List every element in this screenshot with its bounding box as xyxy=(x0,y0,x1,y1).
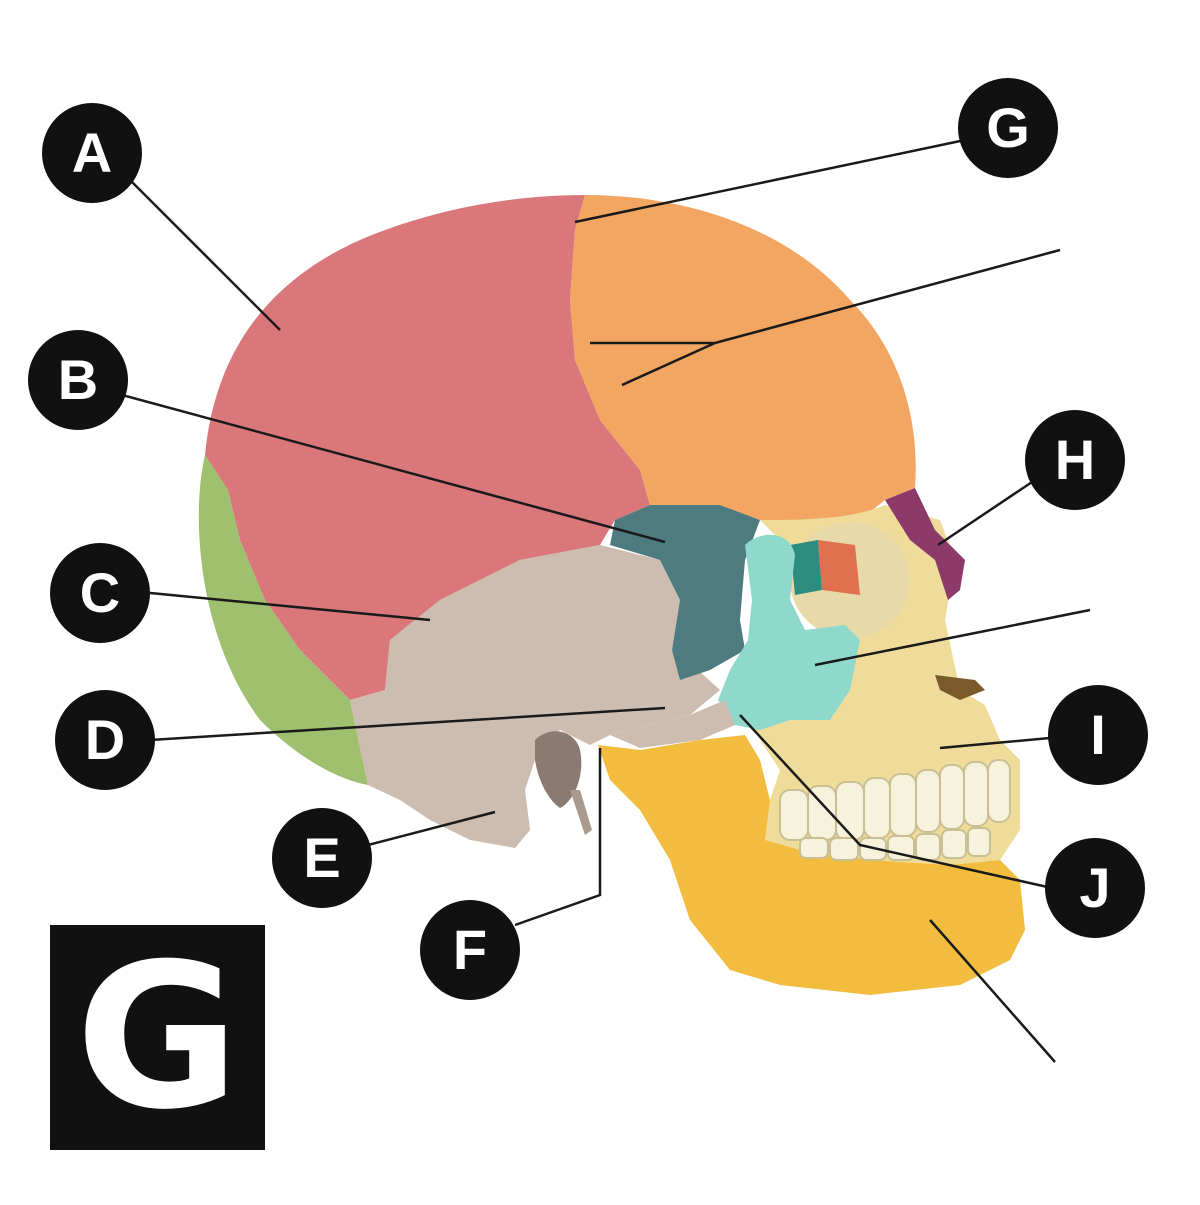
callout-b: B xyxy=(28,330,128,430)
callout-g: G xyxy=(958,78,1058,178)
callout-a: A xyxy=(42,103,142,203)
callout-b-text: B xyxy=(58,352,98,408)
callout-h: H xyxy=(1025,410,1125,510)
callout-f: F xyxy=(420,900,520,1000)
callout-j-text: J xyxy=(1079,860,1110,916)
corner-badge-text: G xyxy=(75,938,239,1138)
callout-h-text: H xyxy=(1055,432,1095,488)
corner-badge: G xyxy=(50,925,265,1150)
callout-e-text: E xyxy=(303,830,340,886)
callout-d: D xyxy=(55,690,155,790)
callout-j: J xyxy=(1045,838,1145,938)
callout-c: C xyxy=(50,543,150,643)
leader-line-h xyxy=(938,480,1035,545)
callout-f-text: F xyxy=(453,922,487,978)
callout-a-text: A xyxy=(72,125,112,181)
callout-g-text: G xyxy=(986,100,1030,156)
lacrimal-bone xyxy=(818,540,860,595)
ethmoid-bone xyxy=(790,540,822,595)
callout-d-text: D xyxy=(85,712,125,768)
callout-e: E xyxy=(272,808,372,908)
leader-line-g xyxy=(575,140,965,222)
callout-i-text: I xyxy=(1090,707,1106,763)
callout-i: I xyxy=(1048,685,1148,785)
leader-line-a xyxy=(130,180,280,330)
callout-c-text: C xyxy=(80,565,120,621)
styloid-process xyxy=(570,790,592,835)
